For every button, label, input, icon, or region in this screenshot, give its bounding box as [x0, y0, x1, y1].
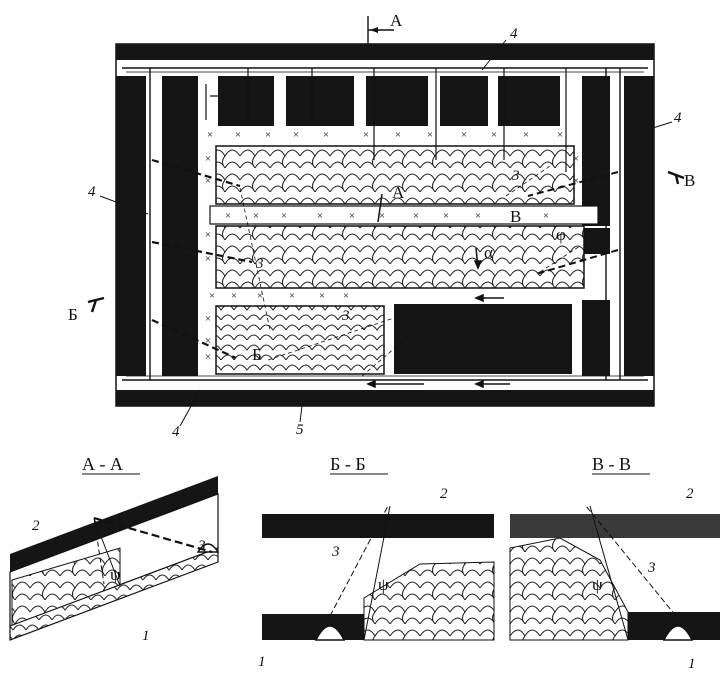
blast-holes-right: [527, 171, 619, 275]
section-v-angle: ψ: [592, 575, 603, 594]
left-pillar-outer: [116, 76, 146, 376]
section-v-label-2: 2: [686, 486, 694, 502]
section-a-angle: ψ: [110, 565, 121, 584]
bottom-pillar: [394, 304, 572, 374]
label-4-left: 4: [88, 184, 96, 200]
top-pillar-row: [218, 76, 560, 126]
svg-text:×: ×: [557, 129, 563, 141]
right-pillar-mid: [582, 228, 610, 254]
svg-text:×: ×: [231, 290, 237, 302]
section-a-title: А - А: [82, 454, 123, 474]
svg-text:×: ×: [205, 351, 211, 363]
svg-text:×: ×: [427, 129, 433, 141]
svg-text:×: ×: [281, 210, 287, 222]
svg-text:×: ×: [205, 153, 211, 165]
section-b-label-2: 2: [440, 486, 448, 502]
svg-text:×: ×: [205, 313, 211, 325]
inner-mark-b: Б: [252, 345, 262, 364]
plan-view: × × × × × × × × × × × × × × × × × × × × × × × × × × × × × × × ×…: [68, 11, 695, 440]
section-v-v: В - В 2 3 1 ψ: [509, 454, 720, 672]
svg-text:×: ×: [257, 290, 263, 302]
right-pillar-inner-2: [582, 300, 610, 376]
svg-text:×: ×: [205, 253, 211, 265]
svg-text:×: ×: [363, 129, 369, 141]
blast-holes-left: [151, 158, 253, 360]
section-v-label-3: 3: [647, 560, 656, 576]
section-b-title: Б - Б: [330, 454, 366, 474]
svg-text:×: ×: [395, 129, 401, 141]
svg-text:×: ×: [343, 290, 349, 302]
svg-text:×: ×: [491, 129, 497, 141]
flow-arrows: [366, 193, 510, 389]
svg-text:×: ×: [475, 210, 481, 222]
blast-holes-thin: [239, 165, 581, 377]
x-markers: × × × × × × × × × × × × × × × × × × × × × × × × × × × × × × × ×…: [205, 129, 579, 363]
svg-text:×: ×: [293, 129, 299, 141]
svg-text:×: ×: [205, 229, 211, 241]
svg-text:×: ×: [443, 210, 449, 222]
angle-phi: φ: [556, 225, 566, 244]
svg-text:×: ×: [543, 210, 549, 222]
section-v-title: В - В: [592, 454, 631, 474]
svg-text:×: ×: [205, 175, 211, 187]
section-a-roof: [10, 476, 218, 572]
section-b-label-3: 3: [331, 544, 340, 560]
label-4-bottom: 4: [172, 424, 180, 440]
label-3-lower: 3: [341, 308, 350, 324]
section-a-label-3: 3: [197, 538, 206, 554]
left-pillar-inner: [162, 76, 198, 376]
stope-lower: [215, 305, 385, 375]
label-3-middle: 3: [255, 256, 264, 272]
right-pillar-outer: [624, 76, 654, 376]
inner-mark-v: В: [510, 207, 521, 226]
inner-mark-a: А: [392, 183, 405, 202]
svg-text:×: ×: [349, 210, 355, 222]
svg-text:×: ×: [225, 210, 231, 222]
section-b-label-1: 1: [258, 654, 266, 670]
label-4-right: 4: [674, 110, 682, 126]
section-a-floor: [9, 547, 219, 641]
right-pillar-inner: [582, 76, 610, 226]
section-v-label-1: 1: [688, 656, 696, 672]
section-mark-a: А: [390, 11, 403, 30]
angle-alpha: α: [484, 243, 493, 262]
label-3-upper: 3: [511, 168, 520, 184]
svg-text:×: ×: [317, 210, 323, 222]
svg-text:×: ×: [207, 129, 213, 141]
svg-text:×: ×: [461, 129, 467, 141]
svg-text:×: ×: [253, 210, 259, 222]
bottom-drift: [116, 390, 654, 406]
svg-text:×: ×: [573, 175, 579, 187]
section-b-angle: ψ: [378, 575, 389, 594]
section-mark-v: В: [684, 171, 695, 190]
svg-text:×: ×: [413, 210, 419, 222]
cross-drift: [209, 205, 599, 225]
svg-text:×: ×: [289, 290, 295, 302]
svg-text:×: ×: [573, 153, 579, 165]
svg-text:×: ×: [235, 129, 241, 141]
svg-text:×: ×: [379, 210, 385, 222]
section-a-a: А - А 2 3 1 ψ: [9, 454, 220, 644]
section-v-roof: [510, 514, 720, 538]
label-4-top: 4: [510, 26, 518, 42]
section-a-label-1: 1: [142, 628, 150, 644]
stope-upper: [215, 145, 575, 205]
svg-text:×: ×: [319, 290, 325, 302]
svg-text:×: ×: [265, 129, 271, 141]
section-v-rubble: [509, 537, 629, 641]
section-b-b: Б - Б 2 3 1 ψ: [258, 454, 495, 670]
section-b-floor-left: [262, 614, 364, 640]
stope-middle: [215, 225, 585, 289]
section-a-label-2: 2: [32, 518, 40, 534]
svg-text:×: ×: [323, 129, 329, 141]
section-mark-b: Б: [68, 305, 78, 324]
top-drift: [116, 44, 654, 60]
svg-text:×: ×: [205, 335, 211, 347]
vertical-pipes: [205, 68, 567, 172]
section-b-rubble: [363, 561, 495, 641]
label-5: 5: [296, 422, 304, 438]
svg-text:×: ×: [209, 290, 215, 302]
svg-text:×: ×: [523, 129, 529, 141]
